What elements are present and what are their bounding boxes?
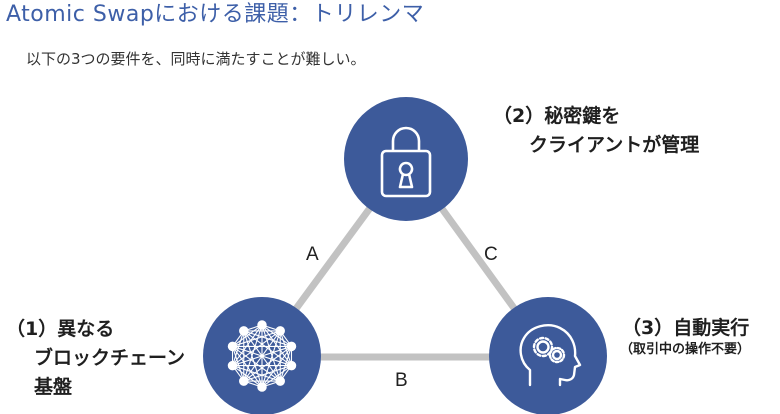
- mesh-link: [232, 324, 263, 366]
- node-secret-key: [344, 97, 468, 221]
- mesh-node: [257, 382, 267, 392]
- mesh-node: [239, 376, 249, 386]
- mesh-node: [227, 360, 238, 371]
- slide-title: Atomic Swapにおける課題：トリレンマ: [6, 2, 425, 27]
- label-automatic-line1: （3）自動実行: [622, 317, 750, 339]
- mesh-link: [261, 346, 292, 388]
- mesh-link: [232, 345, 281, 382]
- mesh-node: [286, 360, 297, 371]
- label-secret-key-line2: クライアントが管理: [529, 134, 700, 156]
- mesh-link: [243, 365, 292, 382]
- mesh-node: [257, 320, 267, 330]
- label-automatic-note: （取引中の操作不要）: [620, 342, 751, 357]
- mesh-node: [239, 326, 249, 336]
- mesh-link: [232, 365, 281, 382]
- node-automatic: [489, 297, 607, 414]
- mesh-link: [243, 330, 292, 347]
- mesh-link: [261, 324, 292, 366]
- mesh-link: [231, 330, 245, 366]
- label-blockchain-line2: ブロックチェーン: [34, 347, 186, 369]
- network-mesh-icon: [227, 320, 297, 392]
- label-blockchain: （1）異なる ブロックチェーン 基盤: [6, 315, 185, 402]
- mesh-link: [232, 330, 281, 347]
- padlock-icon: [380, 126, 432, 198]
- node-blockchain: [203, 297, 321, 414]
- label-secret-key-line1: （2）秘密鍵を: [493, 105, 621, 127]
- mesh-link: [243, 330, 263, 388]
- mesh-link: [231, 346, 245, 382]
- label-secret-key: （2）秘密鍵を クライアントが管理: [493, 102, 699, 160]
- label-blockchain-line3: 基盤: [34, 376, 73, 398]
- mesh-node: [286, 341, 297, 352]
- mesh-node: [227, 341, 238, 352]
- label-automatic: （3）自動実行 （取引中の操作不要）: [620, 315, 750, 359]
- mesh-link: [243, 330, 292, 367]
- mesh-link: [232, 365, 263, 388]
- edge-label-a: A: [306, 244, 319, 265]
- mesh-link: [232, 346, 263, 388]
- mesh-link: [243, 330, 281, 382]
- mesh-node: [275, 326, 285, 336]
- head-gears-icon: [519, 324, 582, 387]
- label-blockchain-line1: （1）異なる: [6, 318, 115, 340]
- edge-label-c: C: [484, 244, 498, 265]
- mesh-node: [275, 376, 285, 386]
- edge-label-b: B: [395, 370, 408, 391]
- slide-subtitle: 以下の3つの要件を、同時に満たすことが難しい。: [26, 50, 366, 68]
